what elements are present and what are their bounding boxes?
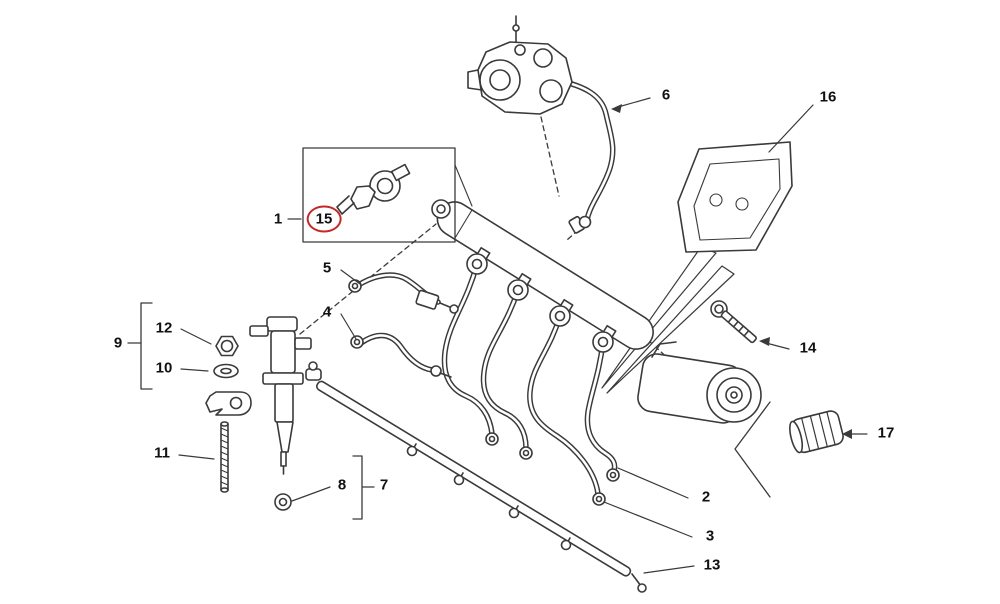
clamp-fork-drawing [205,391,252,416]
pipe-5-drawing [348,272,459,314]
brackets [127,302,771,520]
callout-6: 6 [661,86,671,104]
callout-11: 11 [154,444,170,462]
return-rail-drawing [305,361,647,593]
connector-drawing [789,410,844,454]
damper-drawing [637,341,762,424]
washer-8-drawing [274,493,292,511]
bracket-7 [352,455,363,520]
callout-14: 14 [799,339,817,357]
callout-3: 3 [705,527,715,545]
callout-17: 17 [877,424,895,442]
high-pressure-pump-drawing [467,15,573,115]
callout-box [302,147,456,243]
callout-9: 9 [113,334,123,352]
fuel-rail-drawing [431,199,654,353]
pipe-4-drawing [350,332,452,378]
washer-drawing [213,363,239,379]
callout-8: 8 [337,476,347,494]
injector-drawing [249,316,312,475]
callout-13: 13 [703,556,721,574]
callout-10: 10 [155,359,173,377]
callout-4: 4 [322,303,332,321]
callout-15-highlighted: 15 [306,205,342,233]
stud-drawing [220,421,229,493]
callout-12: 12 [155,319,173,337]
callout-1: 1 [273,210,283,228]
arrowhead-14 [759,337,770,346]
callout-16: 16 [819,88,837,106]
bolt-drawing [710,300,757,344]
callout-2: 2 [701,488,711,506]
bracket-17 [734,401,771,498]
pressure-sensor-drawing [302,147,473,243]
arrowhead-6 [611,104,622,113]
callout-7: 7 [379,476,389,494]
leader-lines [178,97,868,574]
injector-pipes-drawing [441,261,620,506]
callout-5: 5 [322,259,332,277]
nut-drawing [215,335,239,357]
acoustic-cover-drawing [677,141,793,253]
bracket-9 [140,302,153,390]
arrowhead-17 [842,429,852,439]
